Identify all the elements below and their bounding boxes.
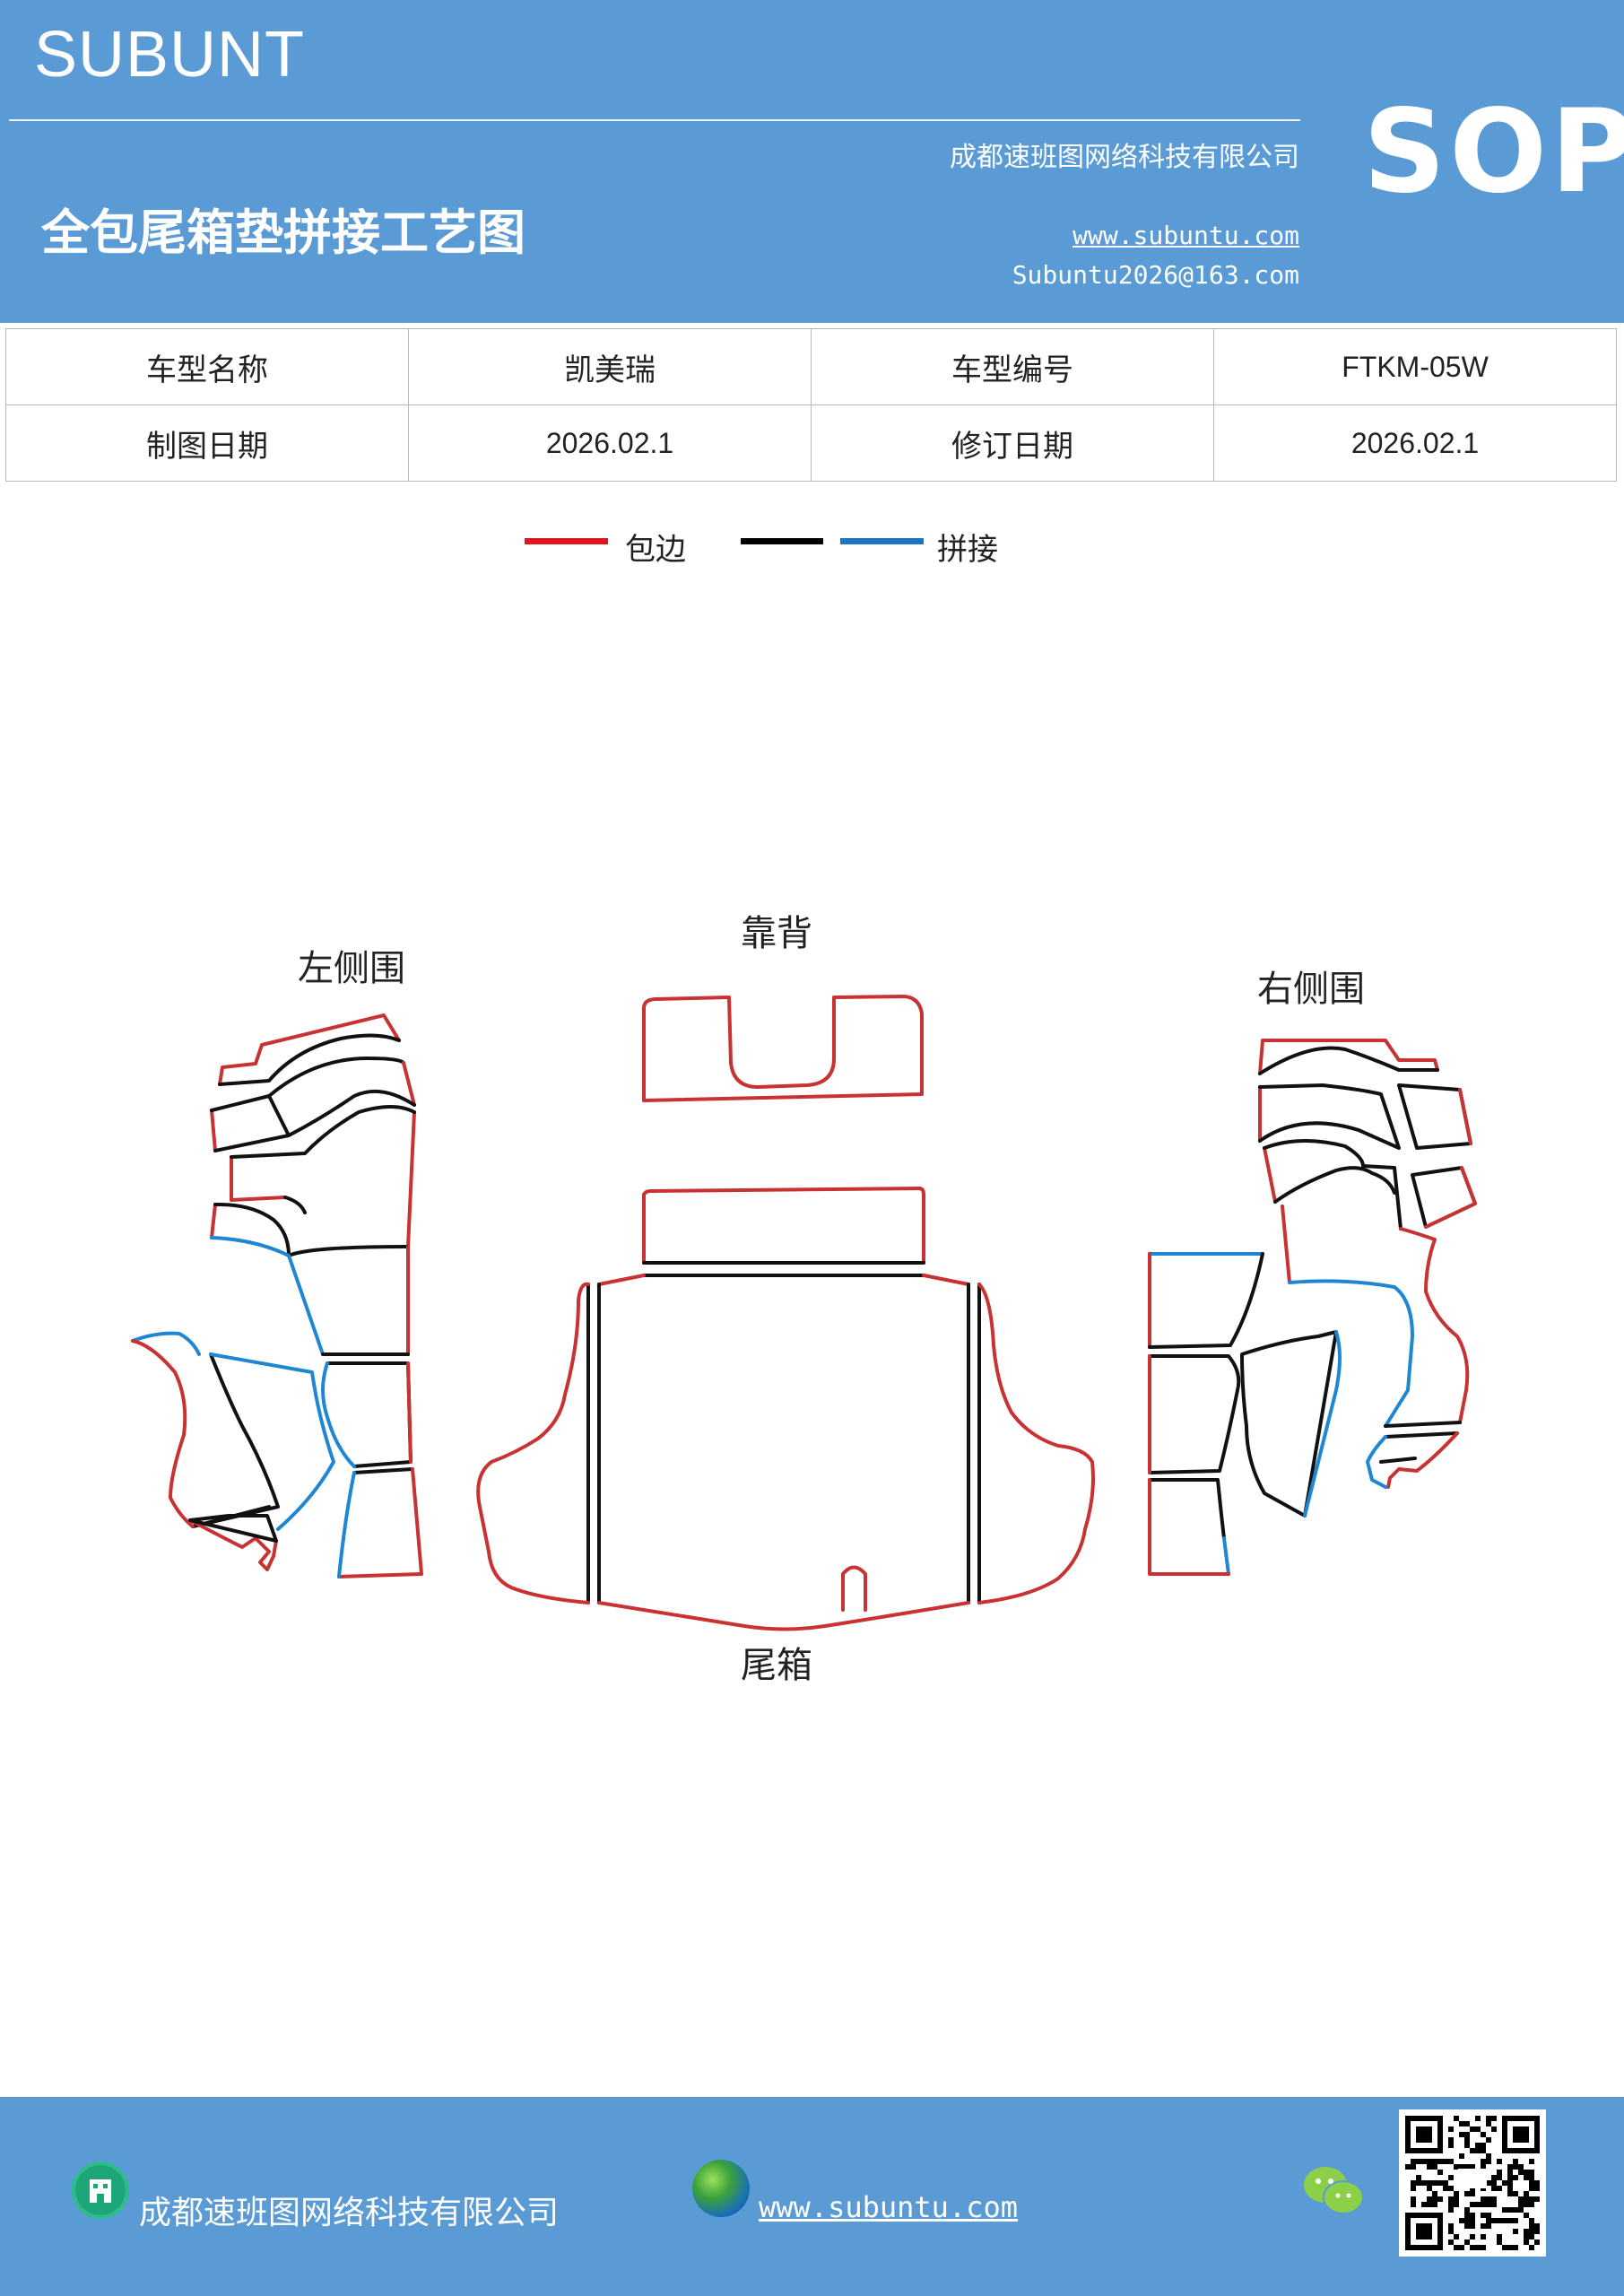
sop-badge: SOP — [1363, 85, 1624, 219]
company-name: 成都速班图网络科技有限公司 — [950, 142, 1299, 173]
label-backrest: 靠背 — [741, 913, 812, 954]
table-row: 制图日期 2026.02.1 修订日期 2026.02.1 — [5, 404, 1617, 482]
email-address: Subuntu2026@163.com — [1012, 260, 1299, 290]
wechat-icon — [1302, 2163, 1365, 2217]
qr-code — [1399, 2109, 1546, 2257]
table-cell-label: 车型名称 — [5, 328, 409, 405]
table-cell-value: FTKM-05W — [1213, 328, 1617, 405]
table-cell-value: 2026.02.1 — [408, 404, 812, 482]
table-cell-label: 修订日期 — [811, 404, 1214, 482]
trunk-mat-diagram: 左侧围 靠背 右侧围 尾箱 — [131, 913, 1477, 1686]
backrest-upper — [642, 995, 924, 1102]
right-side-pieces — [1148, 1039, 1477, 1576]
footer-company-name: 成都速班图网络科技有限公司 — [139, 2195, 560, 2231]
legend-label-join: 拼接 — [937, 532, 998, 568]
backrest-mid-piece — [642, 1187, 925, 1265]
website-link[interactable]: www.subuntu.com — [1073, 221, 1299, 250]
label-left-side: 左侧围 — [298, 948, 405, 989]
table-cell-label: 车型编号 — [811, 328, 1214, 405]
vehicle-info-table: 车型名称 凯美瑞 车型编号 FTKM-05W 制图日期 2026.02.1 修订… — [5, 328, 1617, 482]
backrest-pieces — [642, 995, 924, 1197]
page-header: SUBUNT 成都速班图网络科技有限公司 全包尾箱垫拼接工艺图 www.subu… — [0, 0, 1624, 323]
trunk-pieces — [476, 1274, 1095, 1631]
legend-swatch-red — [525, 538, 608, 544]
table-cell-label: 制图日期 — [5, 404, 409, 482]
table-cell-value: 2026.02.1 — [1213, 404, 1617, 482]
legend-swatch-blue — [840, 538, 924, 544]
document-title: 全包尾箱垫拼接工艺图 — [41, 204, 525, 261]
label-right-side: 右侧围 — [1257, 969, 1365, 1010]
header-divider — [9, 119, 1300, 121]
left-side-pieces — [131, 1013, 423, 1578]
footer-website-link[interactable]: www.subuntu.com — [759, 2190, 1018, 2224]
legend-label-edge: 包边 — [625, 532, 686, 568]
legend: 包边 拼接 — [0, 525, 1624, 570]
table-row: 车型名称 凯美瑞 车型编号 FTKM-05W — [5, 328, 1617, 405]
brand-logo-text: SUBUNT — [34, 19, 306, 91]
table-cell-value: 凯美瑞 — [408, 328, 812, 405]
globe-icon — [692, 2160, 750, 2217]
label-trunk: 尾箱 — [741, 1645, 812, 1686]
legend-swatch-black — [741, 538, 823, 544]
page-footer: 成都速班图网络科技有限公司 www.subuntu.com — [0, 2097, 1624, 2296]
building-icon — [72, 2161, 129, 2219]
